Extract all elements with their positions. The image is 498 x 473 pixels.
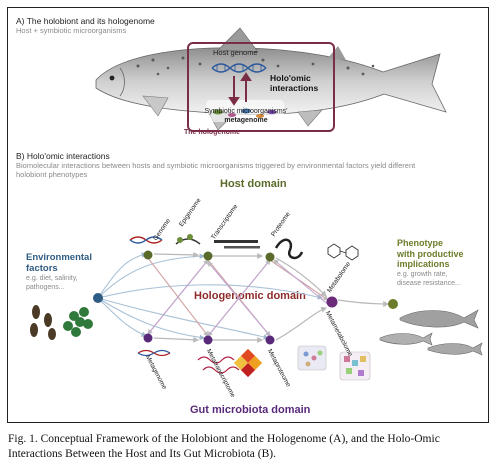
microbes-icon: [213, 108, 277, 118]
holomic-arrows: [228, 72, 252, 106]
epigenome-icon: [175, 234, 201, 245]
host-domain-label: Host domain: [220, 178, 287, 190]
metametabolome-chromosome-icon: [297, 345, 327, 371]
metabolome-node: [326, 296, 338, 308]
panel-b-subtitle-line2: holobiont phenotypes: [16, 170, 88, 179]
pheno-sub-line1: e.g. growth rate,: [397, 270, 448, 278]
holomic-label-line2: interactions: [270, 83, 319, 93]
metagenome-node: [143, 333, 153, 343]
metabolome-molecule-icon: [327, 243, 359, 261]
metaproteome-heatmap-icon: [233, 348, 263, 378]
holomic-interactions-label: Holo'omic interactions: [270, 73, 318, 93]
env-title-line1: Environmental: [26, 252, 92, 263]
pathogen-insects-icon: [30, 305, 56, 340]
panel-a-title: A) The holobiont and its hologenome: [16, 16, 155, 26]
panel-b-title: B) Holo'omic interactions: [16, 151, 110, 161]
genome-node: [143, 250, 153, 260]
proteome-icon: [274, 238, 304, 260]
hologenomic-domain-label: Hologenomic domain: [194, 290, 306, 302]
gut-domain-label: Gut microbiota domain: [190, 404, 311, 416]
transcriptome-node: [265, 252, 275, 262]
pheno-sub-line2: disease resistance...: [397, 279, 461, 287]
genome-dna-icon: [129, 236, 163, 244]
panel-b-subtitle: Biomolecular interactions between hosts …: [16, 161, 486, 179]
env-title-line2: factors: [26, 263, 58, 274]
hologenome-box: [187, 42, 335, 132]
algae-cluster-icon: [63, 307, 93, 337]
metagenome-dna-icon: [137, 349, 171, 357]
transcriptome-icon: [214, 240, 260, 249]
metagenome-label-line1: Symbiotic microorganisms': [204, 108, 288, 115]
metagenome-label: Symbiotic microorganisms' metagenome: [198, 108, 294, 125]
metagenome-label-line2: metagenome: [224, 116, 268, 124]
metametabolome-grid-icon: [339, 351, 371, 381]
pheno-title-line2: with productive: [397, 248, 464, 259]
figure-frame: A) The holobiont and its hologenome Host…: [7, 7, 489, 423]
holomic-network-diagram: [30, 234, 483, 381]
phenotype-fish-3: [427, 342, 483, 356]
panel-b-subtitle-line1: Biomolecular interactions between hosts …: [16, 161, 416, 170]
env-sub-line1: e.g. diet, salinity,: [26, 275, 78, 282]
environmental-factors: Environmental factors e.g. diet, salinit…: [26, 252, 92, 292]
phenotype-fish-1: [399, 309, 479, 329]
figure-caption: Fig. 1. Conceptual Framework of the Holo…: [8, 433, 440, 460]
env-node: [93, 293, 103, 303]
metatranscriptome-node: [203, 335, 213, 345]
pheno-title-line3: implications: [397, 259, 450, 269]
metaproteome-node: [265, 335, 275, 345]
holomic-label-line1: Holo'omic: [270, 73, 311, 83]
dna-helix-icon: [211, 63, 267, 73]
phenotype: Phenotype with productive implications e…: [397, 238, 464, 288]
metatranscriptome-icon: [197, 356, 240, 374]
phenotype-fish-2: [379, 332, 433, 346]
host-genome-label: Host genome: [213, 48, 258, 57]
phenotype-node: [388, 299, 398, 309]
salmon-body: [95, 47, 447, 115]
epigenome-node: [203, 251, 213, 261]
salmon-illustration: [95, 27, 447, 132]
hologenome-label: The hologenome: [184, 129, 240, 136]
pheno-title-line1: Phenotype: [397, 238, 444, 248]
env-sub-line2: pathogens...: [26, 284, 65, 291]
panel-a-subtitle: Host + symbiotic microorganisms: [16, 26, 127, 35]
